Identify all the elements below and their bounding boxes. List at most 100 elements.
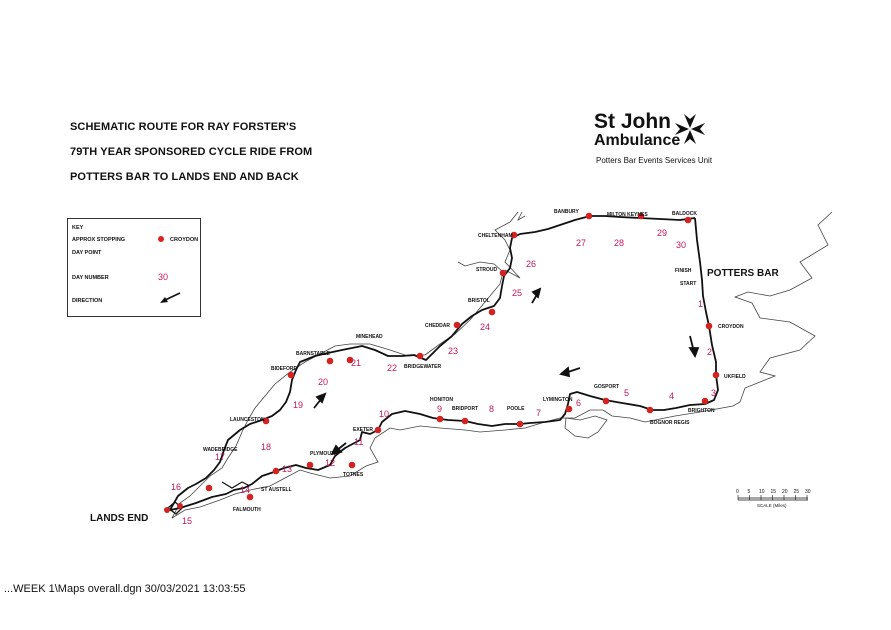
town-label-bristol: BRISTOL bbox=[468, 298, 490, 304]
day-number-18: 18 bbox=[261, 442, 271, 452]
town-label-bognor: BOGNOR REGIS bbox=[650, 420, 690, 426]
day-number-1: 1 bbox=[698, 299, 703, 309]
direction-arrow-icon bbox=[330, 444, 343, 456]
title-line-1: SCHEMATIC ROUTE FOR RAY FORSTER'S bbox=[70, 121, 297, 133]
stop-dot-exeter bbox=[374, 426, 382, 434]
day-number-2: 2 bbox=[707, 347, 712, 357]
town-label-cheddar: CHEDDAR bbox=[425, 323, 450, 329]
day-number-19: 19 bbox=[293, 400, 303, 410]
town-label-bridgewater: BRIDGEWATER bbox=[404, 364, 442, 370]
day-number-25: 25 bbox=[512, 288, 522, 298]
key-stop-label-2: DAY POINT bbox=[72, 250, 102, 256]
stop-dot-baldock bbox=[684, 216, 692, 224]
day-number-20: 20 bbox=[318, 377, 328, 387]
day-number-28: 28 bbox=[614, 238, 624, 248]
town-label-lymington: LYMINGTON bbox=[543, 397, 573, 403]
direction-arrow-icon bbox=[559, 366, 571, 378]
town-label-falmouth: FALMOUTH bbox=[233, 507, 261, 513]
stop-dot-wadebridge bbox=[205, 484, 213, 492]
finish-label: FINISH bbox=[675, 268, 692, 274]
day-number-6: 6 bbox=[576, 398, 581, 408]
day-number-22: 22 bbox=[387, 363, 397, 373]
stop-dot-lands-end-0 bbox=[164, 507, 170, 513]
town-label-minehead: MINEHEAD bbox=[356, 334, 383, 340]
stop-dot-bridport bbox=[461, 417, 469, 425]
key-day-example: 30 bbox=[158, 272, 169, 282]
town-label-wadebridge: WADEBRIDGE bbox=[203, 447, 238, 453]
town-label-croydon: CROYDON bbox=[718, 324, 744, 330]
town-label-bideford: BIDEFORD bbox=[271, 366, 298, 372]
stop-dot-staustell bbox=[272, 467, 280, 475]
stop-dot-banbury bbox=[585, 212, 593, 220]
stop-dot-stroud bbox=[499, 269, 507, 277]
town-label-baldock: BALDOCK bbox=[672, 211, 697, 217]
title-line-3: POTTERS BAR TO LANDS END AND BACK bbox=[70, 171, 299, 183]
stop-dot-brighton bbox=[701, 397, 709, 405]
key-day-label: DAY NUMBER bbox=[72, 275, 109, 281]
stop-dot-bristol bbox=[488, 308, 496, 316]
day-number-4: 4 bbox=[669, 391, 674, 401]
maltese-cross-icon bbox=[675, 114, 705, 144]
day-number-29: 29 bbox=[657, 228, 667, 238]
stop-dot-lands-end-1 bbox=[177, 503, 183, 509]
town-label-banbury: BANBURY bbox=[554, 209, 579, 215]
town-label-poole: POOLE bbox=[507, 406, 525, 412]
town-label-staustell: ST AUSTELL bbox=[261, 487, 292, 493]
town-label-honiton: HONITON bbox=[430, 397, 453, 403]
town-label-brighton: BRIGHTON bbox=[688, 408, 715, 414]
stop-dot-launceston bbox=[262, 417, 270, 425]
logo-line-2: Ambulance bbox=[594, 132, 681, 149]
town-label-launceston: LAUNCESTON bbox=[230, 417, 265, 423]
scale-tick-label: 5 bbox=[748, 489, 751, 495]
stop-dot-minehead bbox=[346, 356, 354, 364]
scale-tick-label: 30 bbox=[805, 489, 811, 495]
day-number-8: 8 bbox=[489, 404, 494, 414]
stop-dot-cheddar bbox=[453, 321, 461, 329]
day-number-12: 12 bbox=[325, 458, 335, 468]
day-number-17: 17 bbox=[215, 452, 225, 462]
stop-dots bbox=[164, 212, 720, 513]
scale-caption: SCALE (Miles) bbox=[757, 503, 787, 508]
day-number-9: 9 bbox=[437, 404, 442, 414]
logo-wordmark: St John Ambulance bbox=[594, 111, 681, 149]
day-number-3: 3 bbox=[711, 388, 716, 398]
stop-dot-poole bbox=[516, 420, 524, 428]
key-stop-example: CROYDON bbox=[170, 237, 199, 243]
lands-end-label: LANDS END bbox=[90, 513, 148, 524]
stop-dot-bridgewater bbox=[416, 352, 424, 360]
day-number-11: 11 bbox=[354, 437, 363, 447]
stop-dot-ukfield bbox=[712, 371, 720, 379]
key-stop-dot bbox=[158, 236, 164, 242]
title-line-2: 79TH YEAR SPONSORED CYCLE RIDE FROM bbox=[70, 146, 313, 158]
stop-dot-plymouth bbox=[306, 461, 314, 469]
scale-tick-label: 25 bbox=[794, 489, 800, 495]
key-heading: KEY bbox=[72, 225, 84, 231]
town-label-barnstaple: BARNSTAPLE bbox=[296, 351, 330, 357]
stop-dot-croydon bbox=[705, 322, 713, 330]
stop-dot-barnstaple bbox=[326, 357, 334, 365]
logo-subtitle: Potters Bar Events Services Unit bbox=[596, 156, 713, 165]
town-label-stroud: STROUD bbox=[476, 267, 498, 273]
day-number-10: 10 bbox=[379, 409, 389, 419]
key-stop-label-1: APPROX STOPPING bbox=[72, 237, 126, 243]
stop-dot-falmouth bbox=[246, 493, 254, 501]
scale-tick-label: 0 bbox=[736, 489, 739, 495]
key-direction-label: DIRECTION bbox=[72, 298, 103, 304]
stop-dot-cheltenham bbox=[510, 231, 518, 239]
day-number-16: 16 bbox=[171, 482, 181, 492]
stop-dot-honiton bbox=[436, 415, 444, 423]
stop-dot-miltonkeynes bbox=[637, 212, 645, 220]
scale-tick-label: 10 bbox=[759, 489, 765, 495]
scale-tick-label: 15 bbox=[771, 489, 777, 495]
stop-dot-bognor bbox=[646, 406, 654, 414]
town-label-bridport: BRIDPORT bbox=[452, 406, 478, 412]
file-status-line: ...WEEK 1\Maps overall.dgn 30/03/2021 13… bbox=[4, 583, 246, 595]
direction-arrow-icon bbox=[315, 392, 327, 404]
day-number-24: 24 bbox=[480, 322, 490, 332]
stop-dot-totnes bbox=[348, 461, 356, 469]
day-number-7: 7 bbox=[536, 408, 541, 418]
